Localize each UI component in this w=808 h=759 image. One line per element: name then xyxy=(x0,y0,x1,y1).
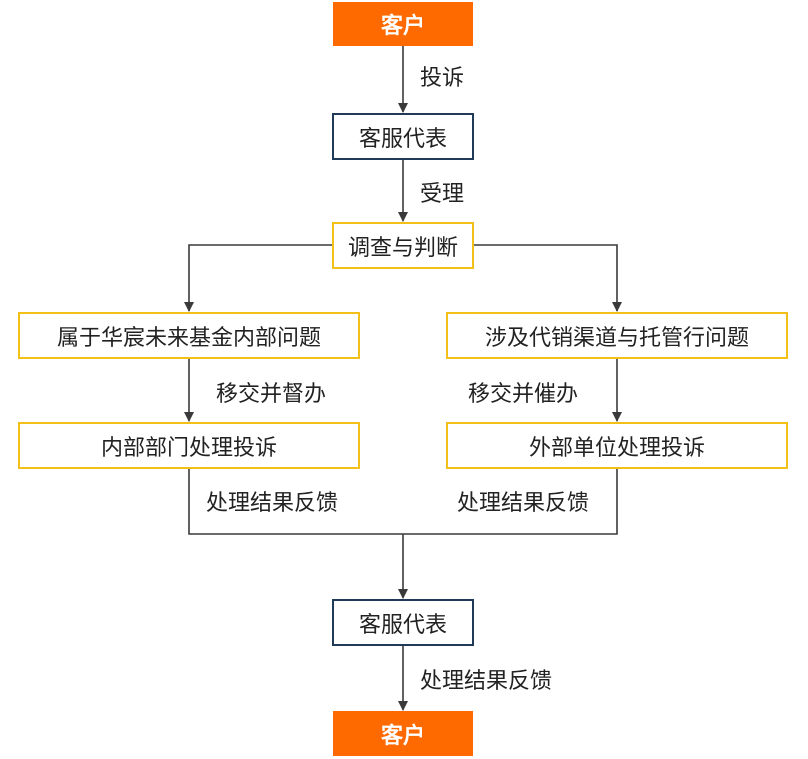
edge-label-feedback-final: 处理结果反馈 xyxy=(420,669,553,694)
external-unit-node: 外部单位处理投诉 xyxy=(446,422,788,469)
customer-top-node: 客户 xyxy=(333,2,473,46)
service-rep-top-node: 客服代表 xyxy=(332,113,474,160)
investigate-node: 调查与判断 xyxy=(332,222,474,269)
internal-issue-node: 属于华宸未来基金内部问题 xyxy=(18,312,360,359)
external-issue-node: 涉及代销渠道与托管行问题 xyxy=(446,312,788,359)
edge-label-feedback-external: 处理结果反馈 xyxy=(457,491,590,516)
internal-dept-node: 内部部门处理投诉 xyxy=(18,422,360,469)
edge-label-transfer-supervise: 移交并督办 xyxy=(216,382,327,407)
edge-label-complaint: 投诉 xyxy=(420,66,465,91)
edge-label-transfer-urge: 移交并催办 xyxy=(468,382,579,407)
arrow-investigate-to-external xyxy=(474,244,622,312)
service-rep-bottom-node: 客服代表 xyxy=(332,599,474,646)
customer-bottom-node: 客户 xyxy=(333,711,473,756)
edge-label-accept: 受理 xyxy=(420,182,465,207)
arrow-investigate-to-internal xyxy=(184,244,332,312)
edge-label-feedback-internal: 处理结果反馈 xyxy=(206,491,339,516)
